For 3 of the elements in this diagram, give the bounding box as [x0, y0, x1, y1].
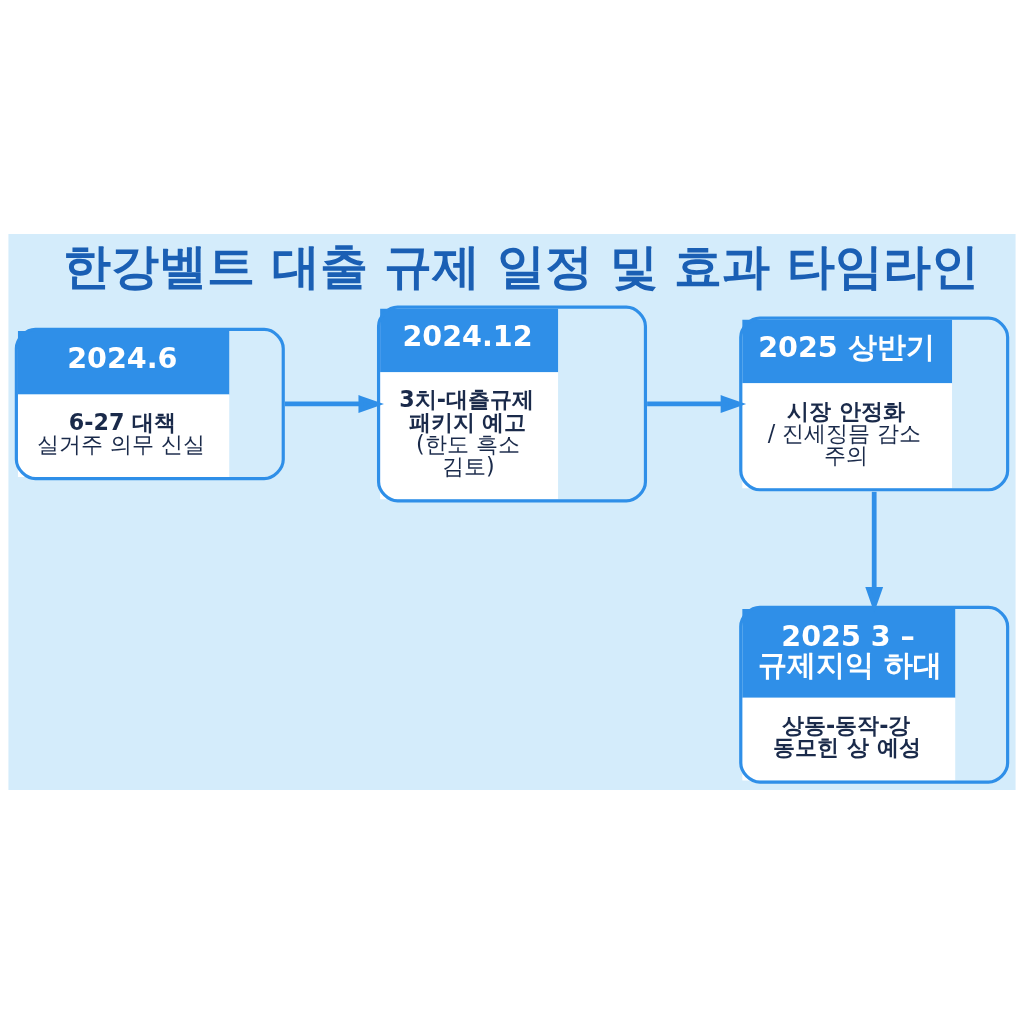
arrow — [647, 395, 747, 413]
diagram-title: 한강벨트 대출 규제 일정 및 효과 타임라인 — [63, 239, 979, 295]
arrow — [284, 395, 384, 413]
